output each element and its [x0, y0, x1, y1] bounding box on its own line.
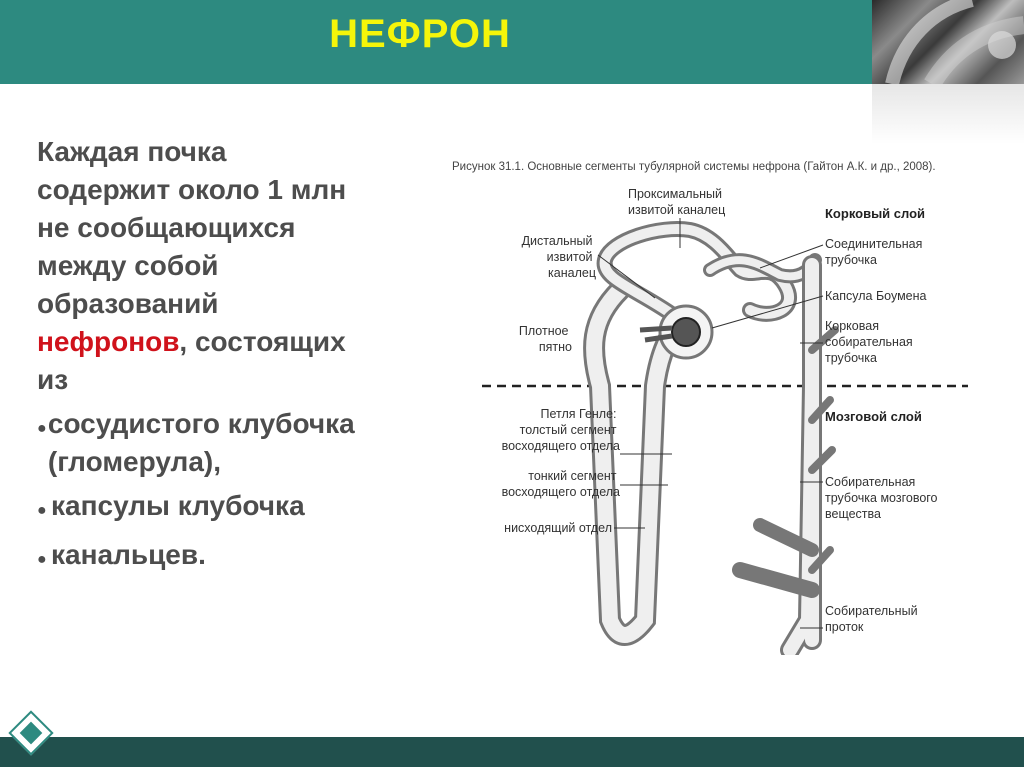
- label-proximal: Проксимальный извитой каналец: [628, 187, 725, 217]
- bullet-text: капсулы клубочка: [51, 490, 305, 521]
- intro-line-3: не сообщающихся: [37, 212, 296, 243]
- slide-title: НЕФРОН: [329, 12, 511, 56]
- highlight-word: нефронов: [37, 326, 180, 357]
- bullet-text: канальцев.: [51, 539, 206, 570]
- bullet-text: сосудистого клубочка (гломерула),: [47, 408, 355, 477]
- label-duct: Собирательный проток: [825, 604, 921, 634]
- leader-line: [711, 295, 824, 329]
- nephron-figure: Рисунок 31.1. Основные сегменты тубулярн…: [440, 150, 985, 660]
- figure-caption: Рисунок 31.1. Основные сегменты тубулярн…: [452, 161, 936, 173]
- label-connecting: Соединительная трубочка: [825, 237, 926, 267]
- leader-line: [597, 254, 656, 299]
- intro-line-2: содержит около 1 млн: [37, 174, 347, 205]
- bullet-dot-icon: ●: [37, 551, 47, 568]
- label-cortical-collecting: Корковая собирательная трубочка: [825, 319, 916, 365]
- highlight-line: нефронов, состоящих: [37, 323, 427, 361]
- label-distal: Дистальный извитой каналец: [522, 234, 596, 280]
- collecting-side-branch: [732, 562, 820, 598]
- intro-line-4: между собой: [37, 250, 219, 281]
- collecting-branches: [808, 326, 839, 574]
- label-macula: Плотное пятно: [519, 324, 572, 354]
- leader-line: [759, 244, 824, 269]
- sidebar-fade: [872, 84, 1024, 144]
- bullet-item: ●канальцев.: [37, 536, 427, 579]
- label-cortex: Корковый слой: [825, 206, 925, 221]
- decorative-corner-image: [872, 0, 1024, 84]
- label-medulla: Мозговой слой: [825, 409, 922, 424]
- label-medullary-collecting: Собирательная трубочка мозгового веществ…: [825, 475, 941, 521]
- label-thin: тонкий сегмент восходящего отдела: [502, 469, 620, 499]
- metal-pipes-icon: [885, 0, 1024, 84]
- footer-bar: [0, 737, 1024, 767]
- collecting-side-branch: [753, 518, 819, 557]
- body-text: Каждая почка содержит около 1 млн не соо…: [37, 133, 427, 579]
- after-highlight: , состоящих: [179, 326, 346, 357]
- intro-line-last: из: [37, 364, 69, 395]
- nephron-diagram: Рисунок 31.1. Основные сегменты тубулярн…: [452, 161, 968, 660]
- bullet-dot-icon: ●: [37, 420, 47, 437]
- glomerulus: [671, 317, 701, 347]
- bullet-dot-icon: ●: [37, 502, 47, 519]
- label-henle: Петля Генле: толстый сегмент восходящего…: [502, 407, 620, 453]
- header-bar: [0, 0, 872, 84]
- bullet-item: ●капсулы клубочка: [37, 487, 427, 530]
- proximal-tubule: [599, 224, 794, 325]
- intro-line-5: образований: [37, 288, 219, 319]
- label-bowman: Капсула Боумена: [825, 289, 927, 303]
- afferent-arteriole: [639, 325, 673, 343]
- intro-line-1: Каждая почка: [37, 136, 227, 167]
- diamond-logo-icon: [8, 710, 54, 756]
- bullet-item: ●сосудистого клубочка (гломерула),: [37, 405, 427, 481]
- label-descending: нисходящий отдел: [504, 521, 612, 535]
